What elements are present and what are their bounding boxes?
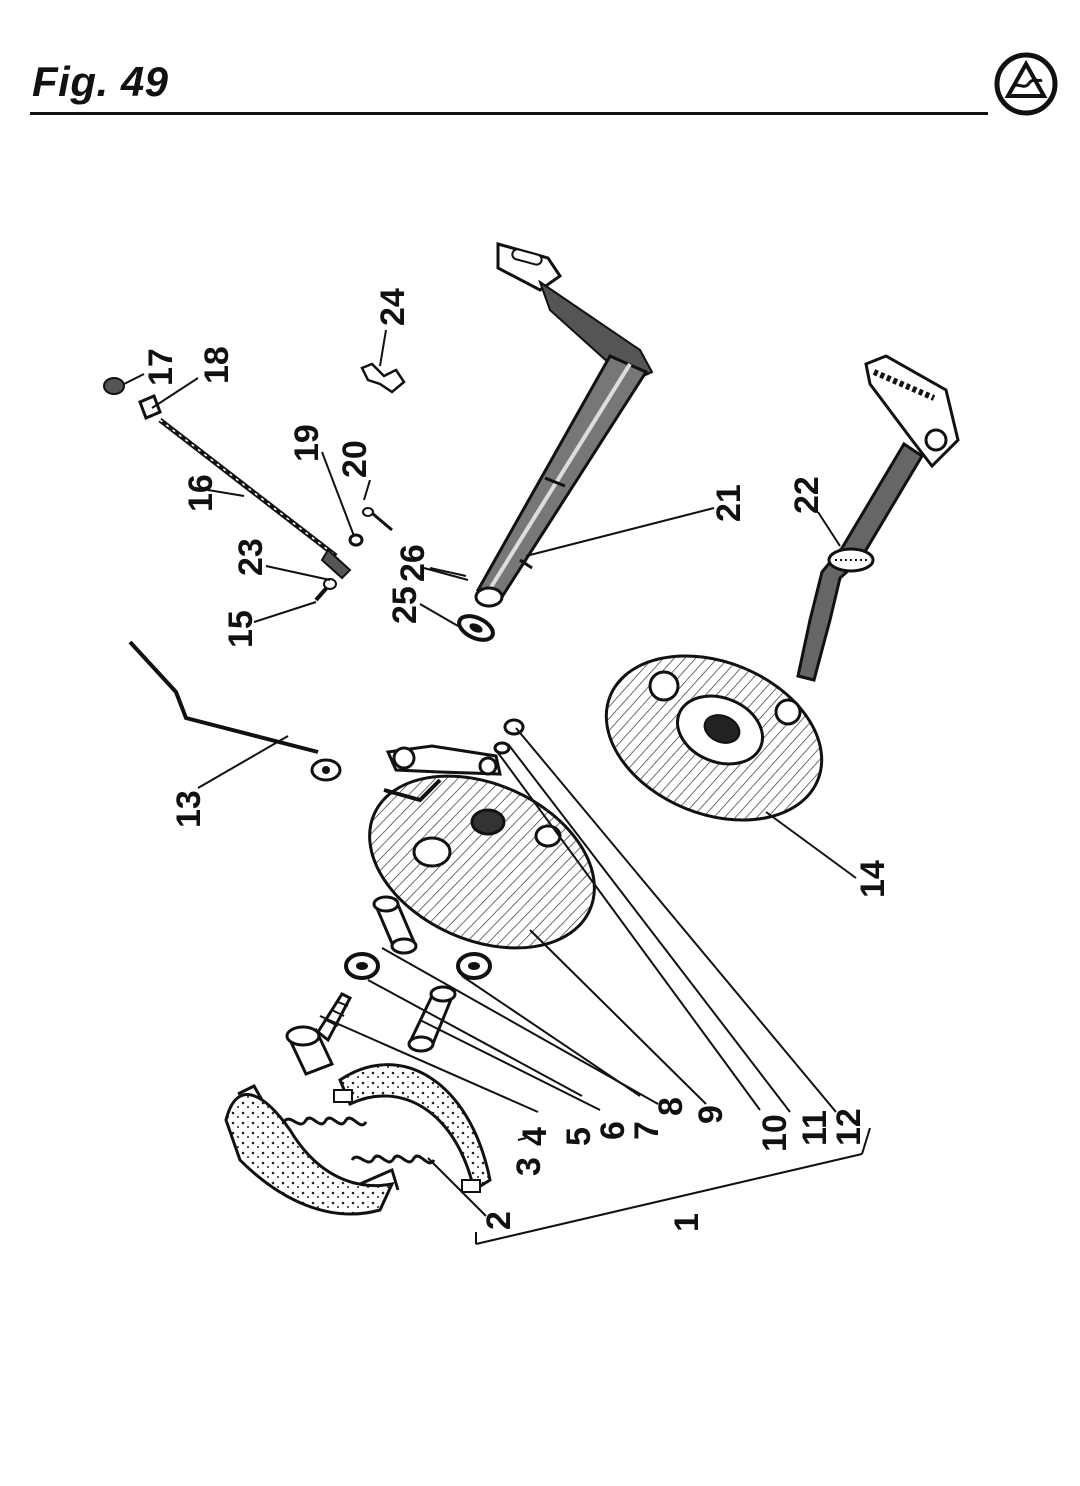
part-13-brake-rod [128,640,342,782]
brand-emblem-icon [994,52,1058,116]
part-21-brake-shaft [474,242,654,608]
part-2-springs [282,1116,436,1165]
part-8-spacer-sleeve [372,895,418,955]
part-9-anchor-plate [368,744,596,950]
callout-10: 10 [756,1114,794,1152]
parts-25-26-washer-pin [423,567,495,642]
parts-15-19-20-23-pins [314,506,393,602]
callout-6: 6 [594,1121,632,1140]
callout-12: 12 [830,1108,868,1146]
callout-7: 7 [628,1121,666,1140]
parts-10-12-fasteners [493,718,525,755]
callout-labels: 1 2 3 4 5 6 7 8 9 10 11 12 13 14 15 16 1… [142,288,892,1232]
callout-8: 8 [652,1097,690,1116]
part-4-cam-bolt [285,992,353,1076]
callout-21: 21 [710,484,748,522]
part-14-back-plate [604,654,824,822]
part-3-brake-shoe [333,1063,492,1193]
parts-17-18-nut-sleeve [103,377,162,420]
callout-26: 26 [394,544,432,582]
title-underline [30,112,988,115]
callout-1: 1 [668,1213,706,1232]
part-1-brake-shoe-assembly [224,1084,400,1216]
callout-20: 20 [336,440,374,478]
part-7-bushing [407,985,457,1053]
callout-16: 16 [182,474,220,512]
callout-11: 11 [796,1110,834,1146]
callout-13: 13 [170,790,208,828]
callout-17: 17 [142,348,180,386]
callout-14: 14 [854,860,892,898]
callout-25: 25 [386,586,424,624]
callout-3: 3 [510,1157,548,1176]
callout-18: 18 [198,346,236,384]
callout-24: 24 [374,288,412,326]
part-16-threaded-rod [158,418,352,580]
part-24-clip [360,362,406,394]
figure-title: Fig. 49 [32,58,169,105]
callout-5: 5 [560,1127,598,1146]
callout-15: 15 [222,610,260,648]
callout-4: 4 [516,1127,554,1146]
callout-23: 23 [232,538,270,576]
part-22-pedal-shaft [796,354,960,682]
callout-19: 19 [288,424,326,462]
callout-2: 2 [480,1211,518,1230]
leader-lines [123,329,871,1245]
parts-5-6-washers [344,952,492,980]
callout-9: 9 [692,1105,730,1124]
callout-22: 22 [788,476,826,514]
